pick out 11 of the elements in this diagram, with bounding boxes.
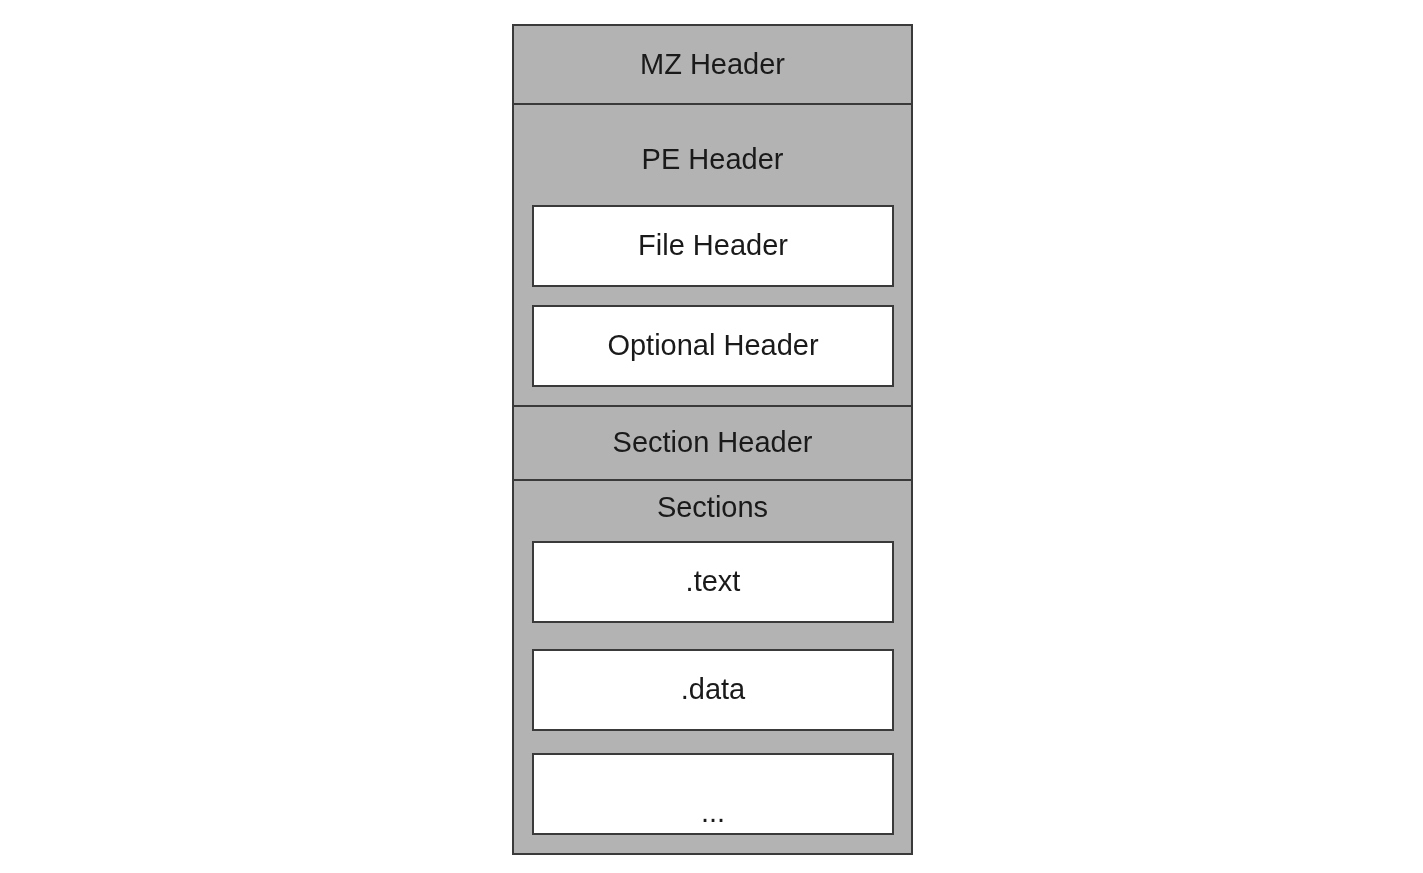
- field-box: File Header: [532, 205, 894, 287]
- band-title: Sections: [655, 491, 770, 525]
- layout-band: [512, 103, 913, 407]
- field-box: .data: [532, 649, 894, 731]
- layout-band: MZ Header: [512, 24, 913, 105]
- band-title: PE Header: [640, 143, 785, 177]
- layout-band: [512, 479, 913, 855]
- field-box: Optional Header: [532, 305, 894, 387]
- field-box: ...: [532, 753, 894, 835]
- layout-band: Section Header: [512, 405, 913, 481]
- field-box: .text: [532, 541, 894, 623]
